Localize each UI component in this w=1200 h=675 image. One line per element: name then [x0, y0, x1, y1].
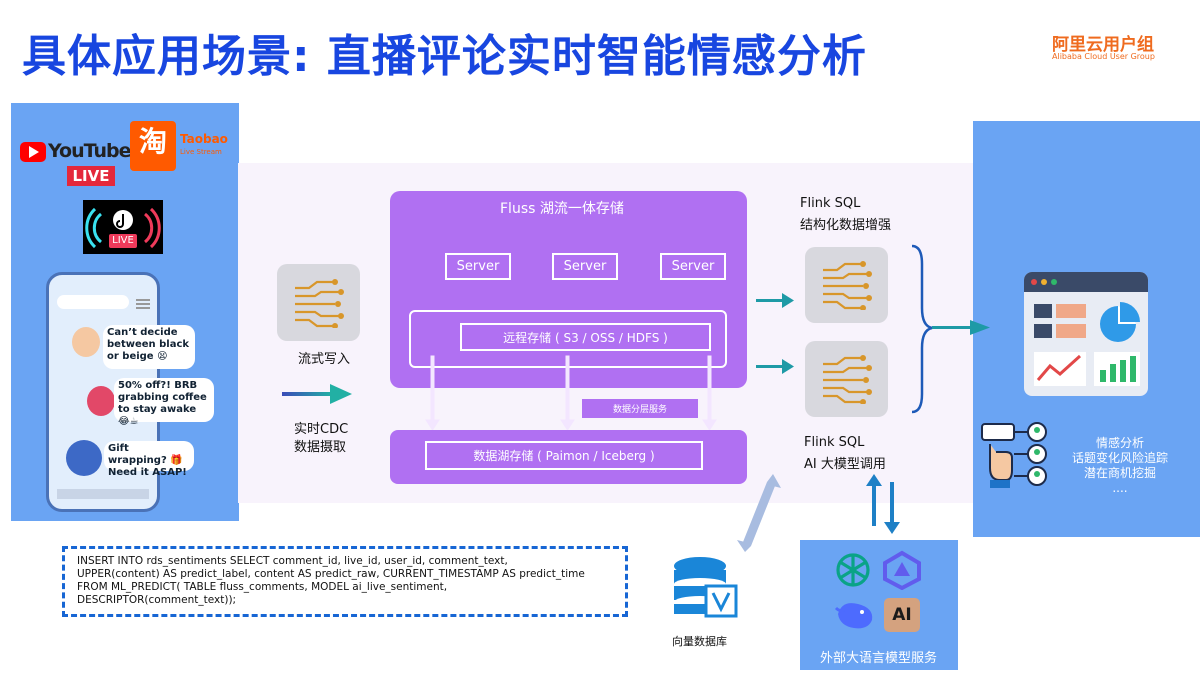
- output-item: 话题变化风险追踪: [1071, 451, 1168, 465]
- comment-bubble: Gift wrapping? 🎁 Need it ASAP!: [104, 441, 194, 478]
- fluss-title: Fluss 湖流一体存储: [500, 201, 624, 217]
- remote-storage-label: 远程存储 ( S3 / OSS / HDFS ): [460, 323, 711, 351]
- commenter-avatar: [66, 440, 102, 476]
- vector-db-label: 向量数据库: [672, 635, 727, 648]
- qwen-icon: [882, 550, 922, 591]
- youtube-logo-icon: YouTube LIVE: [20, 138, 131, 190]
- youtube-label: YouTube: [48, 140, 131, 162]
- server-box: Server: [445, 253, 511, 280]
- flink-enrich-icon: [805, 247, 888, 323]
- stream-write-label: 流式写入: [298, 352, 351, 367]
- flink2-line1: Flink SQL: [804, 435, 865, 450]
- code-line: INSERT INTO rds_sentiments SELECT commen…: [77, 555, 508, 567]
- cdc-arrow: [282, 384, 352, 404]
- lake-storage-box: [390, 430, 747, 484]
- output-item: 情感分析: [1095, 436, 1144, 450]
- commenter-avatar: [72, 327, 100, 357]
- sql-code-box: INSERT INTO rds_sentiments SELECT commen…: [62, 546, 628, 617]
- fluss-storage-box: [390, 191, 747, 388]
- stream-gear-icon: [277, 264, 360, 341]
- server-box: Server: [552, 253, 618, 280]
- to-flink-arrows: [756, 293, 794, 374]
- brand-name: 阿里云用户组: [1052, 35, 1154, 55]
- comment-text: Gift wrapping? 🎁 Need it ASAP!: [108, 443, 187, 478]
- flink2-line2: AI 大模型调用: [804, 457, 886, 472]
- cdc-label-line1: 实时CDC: [294, 422, 349, 437]
- llm-service-box: [800, 540, 958, 670]
- cdc-label-line2: 数据摄取: [294, 440, 347, 455]
- taobao-sublabel: Live Stream: [180, 148, 222, 156]
- deepseek-icon: [834, 598, 876, 632]
- youtube-live-badge: LIVE: [67, 166, 115, 186]
- comment-bubble: 50% off?! BRB grabbing coffee to stay aw…: [114, 378, 214, 427]
- merge-bracket: [911, 244, 990, 414]
- comment-text: 50% off?! BRB grabbing coffee to stay aw…: [118, 380, 207, 427]
- taobao-live-icon: 淘: [130, 121, 176, 171]
- tier-arrows: [425, 355, 717, 431]
- output-item: ....: [1112, 481, 1128, 495]
- server-box: Server: [660, 253, 726, 280]
- vector-db-arrows: [737, 474, 781, 552]
- flink1-line2: 结构化数据增强: [800, 218, 892, 233]
- commenter-avatar: [87, 386, 115, 416]
- comment-text: Can’t decide between black or beige 😫: [107, 327, 190, 362]
- llm-arrows: [866, 474, 900, 534]
- anthropic-badge-text: AI: [892, 605, 912, 625]
- user-network-icon: [980, 420, 1050, 490]
- anthropic-icon: AI: [884, 598, 920, 632]
- openai-icon: [833, 550, 873, 590]
- output-list: 情感分析 话题变化风险追踪 潜在商机挖掘 ....: [1060, 436, 1180, 496]
- code-line: FROM ML_PREDICT( TABLE fluss_comments, M…: [77, 581, 448, 593]
- dashboard-icon: [1024, 272, 1148, 396]
- brand-subtitle: Alibaba Cloud User Group: [1052, 52, 1155, 61]
- database-icon: [670, 556, 740, 620]
- code-line: DESCRIPTOR(comment_text));: [77, 594, 237, 606]
- output-item: 潜在商机挖掘: [1083, 466, 1156, 480]
- page-title: 具体应用场景: 直播评论实时智能情感分析: [22, 31, 867, 82]
- code-line: UPPER(content) AS predict_label, content…: [77, 568, 585, 580]
- tiktok-live-badge: LIVE: [109, 234, 137, 248]
- llm-service-label: 外部大语言模型服务: [820, 651, 938, 666]
- taobao-glyph: 淘: [138, 125, 167, 158]
- tiktok-live-icon: LIVE: [83, 200, 163, 254]
- taobao-label: Taobao: [180, 132, 228, 146]
- tier-service-label: 数据分层服务: [582, 399, 698, 418]
- flink1-line1: Flink SQL: [800, 196, 861, 211]
- flink-ai-icon: [805, 341, 888, 417]
- lake-storage-label: 数据湖存储 ( Paimon / Iceberg ): [425, 441, 703, 470]
- comment-bubble: Can’t decide between black or beige 😫: [103, 325, 195, 369]
